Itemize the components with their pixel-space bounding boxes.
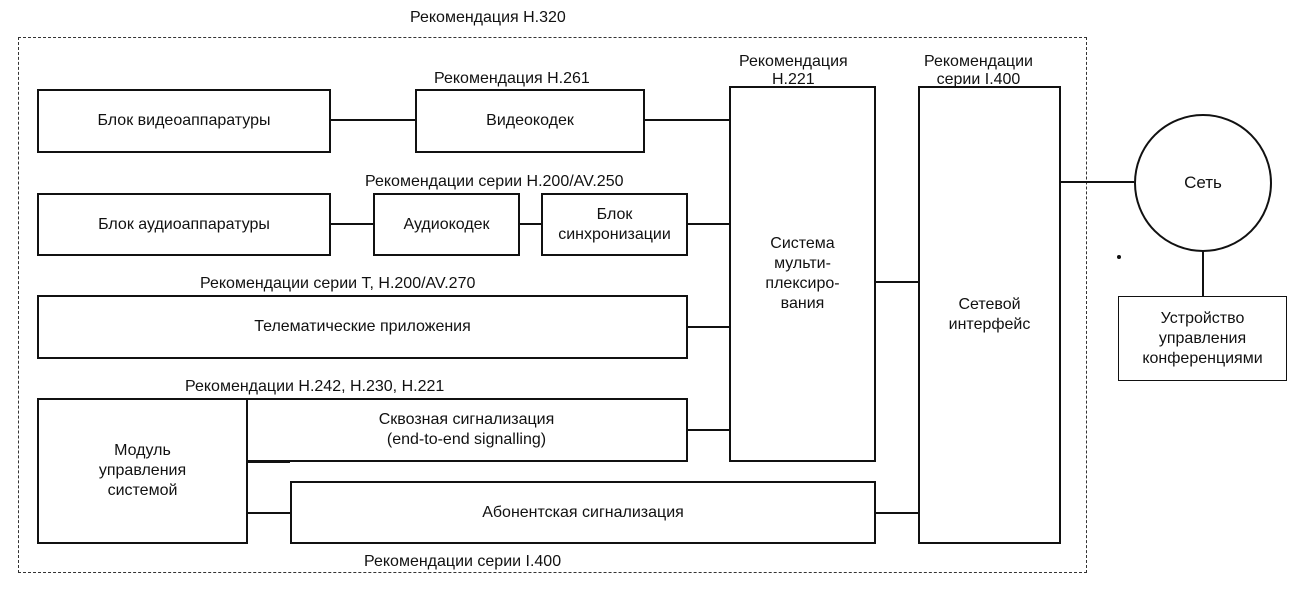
audio-equipment-block: Блок аудиоаппаратуры (37, 193, 331, 256)
end-to-end-signalling-block: Сквозная сигнализация (end-to-end signal… (247, 398, 688, 462)
h320-label: Рекомендация H.320 (410, 9, 566, 26)
video-codec-block: Видеокодек (415, 89, 645, 153)
i400-top-label: Рекомендации серии I.400 (924, 53, 1033, 88)
stray-dot (1117, 255, 1121, 259)
system-control-module: Модуль управления системой (37, 398, 248, 544)
conference-control-device: Устройство управления конференциями (1118, 296, 1287, 381)
video-equipment-block: Блок видеоаппаратуры (37, 89, 331, 153)
network-interface-block: Сетевой интерфейс (918, 86, 1061, 544)
h221-label: Рекомендация H.221 (739, 53, 848, 88)
t-h200-av270-label: Рекомендации серии T, H.200/AV.270 (200, 275, 476, 292)
telematic-applications-block: Телематические приложения (37, 295, 688, 359)
h261-label: Рекомендация H.261 (434, 70, 590, 87)
h242-h230-h221-label: Рекомендации H.242, H.230, H.221 (185, 378, 445, 395)
sync-block: Блок синхронизации (541, 193, 688, 256)
h320-boundary (18, 37, 1087, 573)
i400-bottom-label: Рекомендации серии I.400 (364, 553, 562, 570)
audio-codec-block: Аудиокодек (373, 193, 520, 256)
h200-av250-label: Рекомендации серии H.200/AV.250 (365, 173, 624, 190)
multiplexing-system-block: Система мульти- плексиро- вания (729, 86, 876, 462)
network-node: Сеть (1134, 114, 1272, 252)
subscriber-signalling-block: Абонентская сигнализация (290, 481, 876, 544)
